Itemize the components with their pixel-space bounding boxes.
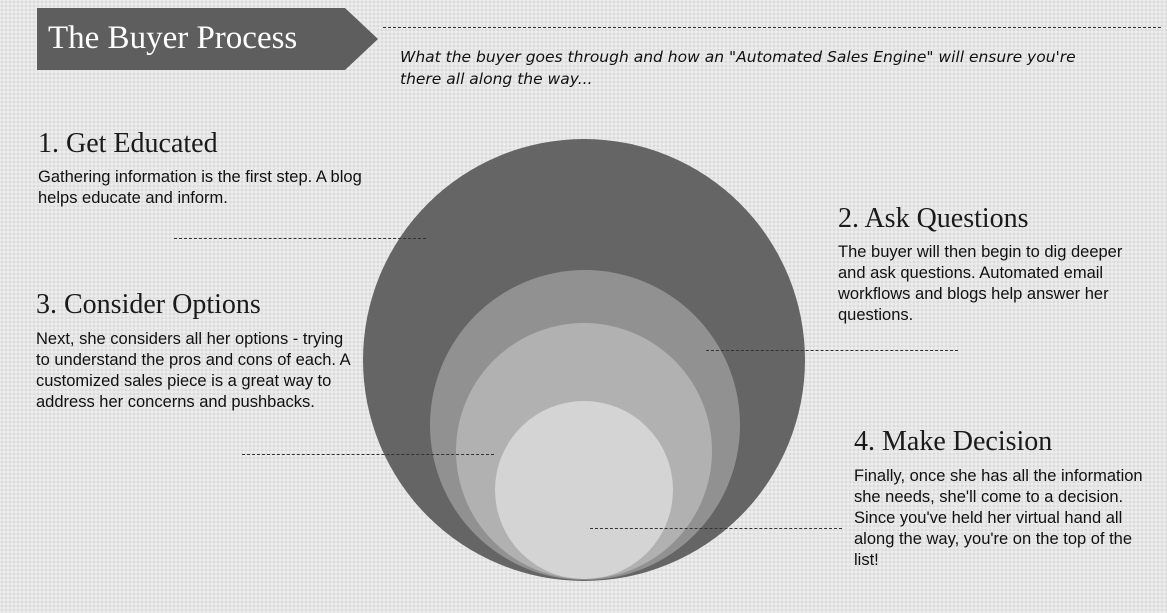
page-subtitle: What the buyer goes through and how an "… <box>400 48 1076 88</box>
title-banner-shape <box>37 8 378 70</box>
step-3-title: 3. Consider Options <box>36 289 261 320</box>
step-3-connector <box>242 454 494 455</box>
step-2-title: 2. Ask Questions <box>838 203 1029 234</box>
step-1-title: 1. Get Educated <box>38 128 218 159</box>
step-2-description: The buyer will then begin to dig deeper … <box>838 243 1123 324</box>
step-4-title: 4. Make Decision <box>854 426 1053 457</box>
step-1-description: Gathering information is the first step.… <box>38 168 362 207</box>
title-banner: The Buyer Process <box>0 8 380 70</box>
step-3-description: Next, she considers all her options - tr… <box>36 330 350 411</box>
step-1-connector <box>174 238 426 239</box>
step-4-connector <box>590 528 842 529</box>
circle-make-decision <box>495 401 673 579</box>
step-4-description: Finally, once she has all the informatio… <box>854 467 1143 569</box>
page-title: The Buyer Process <box>48 20 298 56</box>
step-2-connector <box>706 350 958 351</box>
header-dashed-line <box>383 27 1161 28</box>
